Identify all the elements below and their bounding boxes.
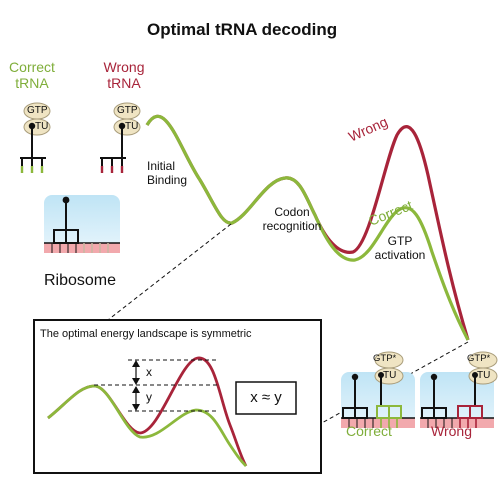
inset-panel — [33, 319, 322, 474]
legend-wrong-line1: Wrong — [103, 59, 145, 75]
energy-landscape — [145, 114, 470, 341]
legend-correct-line2: tRNA — [15, 75, 49, 92]
legend-correct-line1: Correct — [9, 59, 55, 75]
inset-caption: The optimal energy landscape is symmetri… — [40, 328, 252, 340]
correct-trna-curve — [145, 114, 470, 341]
outcome-wrong-label: Wrong — [431, 423, 472, 439]
outcome-correct-gtp: GTP* — [373, 353, 397, 364]
outcome-wrong-gtp: GTP* — [467, 353, 491, 364]
legend-wrong-line2: tRNA — [107, 75, 141, 92]
ribosome-icon — [44, 195, 120, 253]
figure-title: Optimal tRNA decoding — [147, 20, 338, 39]
legend-wrong-trna-label: Wrong tRNA — [96, 59, 152, 91]
codon-recognition-label: Codon recognition — [262, 205, 322, 233]
legend-correct-tu: TU — [35, 121, 49, 132]
inset-equation: x ≈ y — [250, 389, 282, 406]
inset-correct-curve — [47, 384, 247, 467]
inset-y-label: y — [146, 390, 152, 404]
inset-x-label: x — [146, 365, 152, 379]
wrong-trna-icon — [100, 102, 141, 173]
gtp-activation-label: GTP activation — [374, 234, 426, 262]
outcome-correct-label: Correct — [346, 423, 392, 439]
outcome-correct-tu: TU — [383, 370, 397, 381]
legend-wrong-tu: TU — [125, 121, 139, 132]
outcome-wrong-ribosome — [420, 351, 498, 428]
inset-connector-left — [89, 223, 232, 335]
correct-trna-icon — [20, 102, 51, 173]
legend-correct-gtp: GTP — [27, 105, 48, 116]
outcome-correct-ribosome — [341, 351, 415, 428]
legend-correct-trna-label: Correct tRNA — [3, 59, 61, 91]
legend-wrong-gtp: GTP — [117, 105, 138, 116]
initial-binding-label: Initial Binding — [147, 159, 188, 187]
ribosome-label: Ribosome — [44, 272, 117, 289]
outcome-wrong-tu: TU — [477, 370, 491, 381]
